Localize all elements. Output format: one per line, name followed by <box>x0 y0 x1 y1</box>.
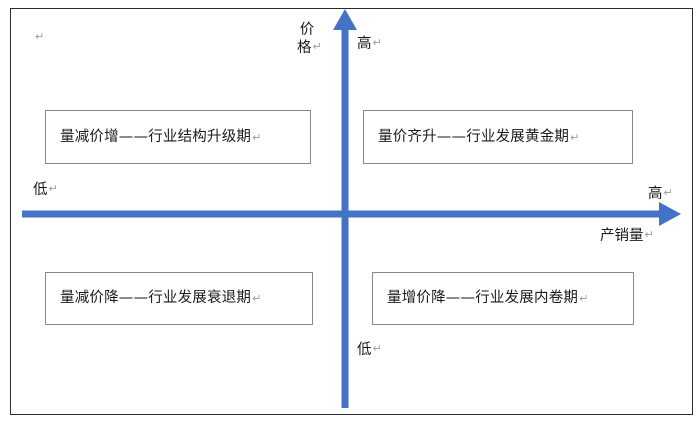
x-axis-title-text: 产销量 <box>600 228 644 244</box>
quadrant-label-bottom-right: 量增价降——行业发展内卷期 <box>387 290 579 307</box>
y-axis-low-text: 低 <box>357 342 372 358</box>
paragraph-mark-icon: ↵ <box>372 36 382 49</box>
quadrant-box-bottom-left[interactable]: 量减价降——行业发展衰退期 ↵ <box>45 272 313 325</box>
paragraph-mark-icon: ↵ <box>312 39 322 53</box>
quadrant-box-top-left[interactable]: 量减价增——行业结构升级期 ↵ <box>45 110 311 164</box>
paragraph-mark-icon: ↵ <box>579 292 589 305</box>
x-axis-low-label: 低↵ <box>33 182 58 200</box>
paragraph-mark-icon: ↵ <box>644 228 654 241</box>
quadrant-label-top-right: 量价齐升——行业发展黄金期 <box>378 128 570 145</box>
paragraph-mark-icon: ↵ <box>35 30 45 43</box>
paragraph-mark-icon: ↵ <box>570 130 580 144</box>
y-axis-high-text: 高 <box>357 36 372 52</box>
x-axis-high-text: 高 <box>648 186 663 202</box>
x-axis-high-label: 高↵ <box>648 186 673 204</box>
quadrant-label-top-left: 量减价增——行业结构升级期 <box>60 128 252 145</box>
quadrant-box-bottom-right[interactable]: 量增价降——行业发展内卷期 ↵ <box>372 272 634 325</box>
paragraph-mark-icon: ↵ <box>372 342 382 355</box>
paragraph-mark-icon: ↵ <box>252 292 262 305</box>
y-axis-low-label: 低↵ <box>357 342 382 360</box>
x-axis-title: 产销量↵ <box>600 228 654 246</box>
figure-frame: ↵ <box>10 8 693 415</box>
y-axis-title: 价 格↵ <box>297 22 322 58</box>
x-axis-low-text: 低 <box>33 182 48 198</box>
paragraph-mark-icon: ↵ <box>663 186 673 199</box>
y-axis-high-label: 高↵ <box>357 36 382 54</box>
paragraph-mark-icon: ↵ <box>48 182 58 195</box>
paragraph-mark-icon: ↵ <box>252 130 262 144</box>
y-axis-title-char-2: 格↵ <box>297 39 322 58</box>
quadrant-label-bottom-left: 量减价降——行业发展衰退期 <box>60 290 252 307</box>
y-axis-title-char-2-text: 格 <box>297 39 312 56</box>
y-axis-title-char-1: 价 <box>299 22 315 38</box>
quadrant-box-top-right[interactable]: 量价齐升——行业发展黄金期 ↵ <box>363 110 633 164</box>
